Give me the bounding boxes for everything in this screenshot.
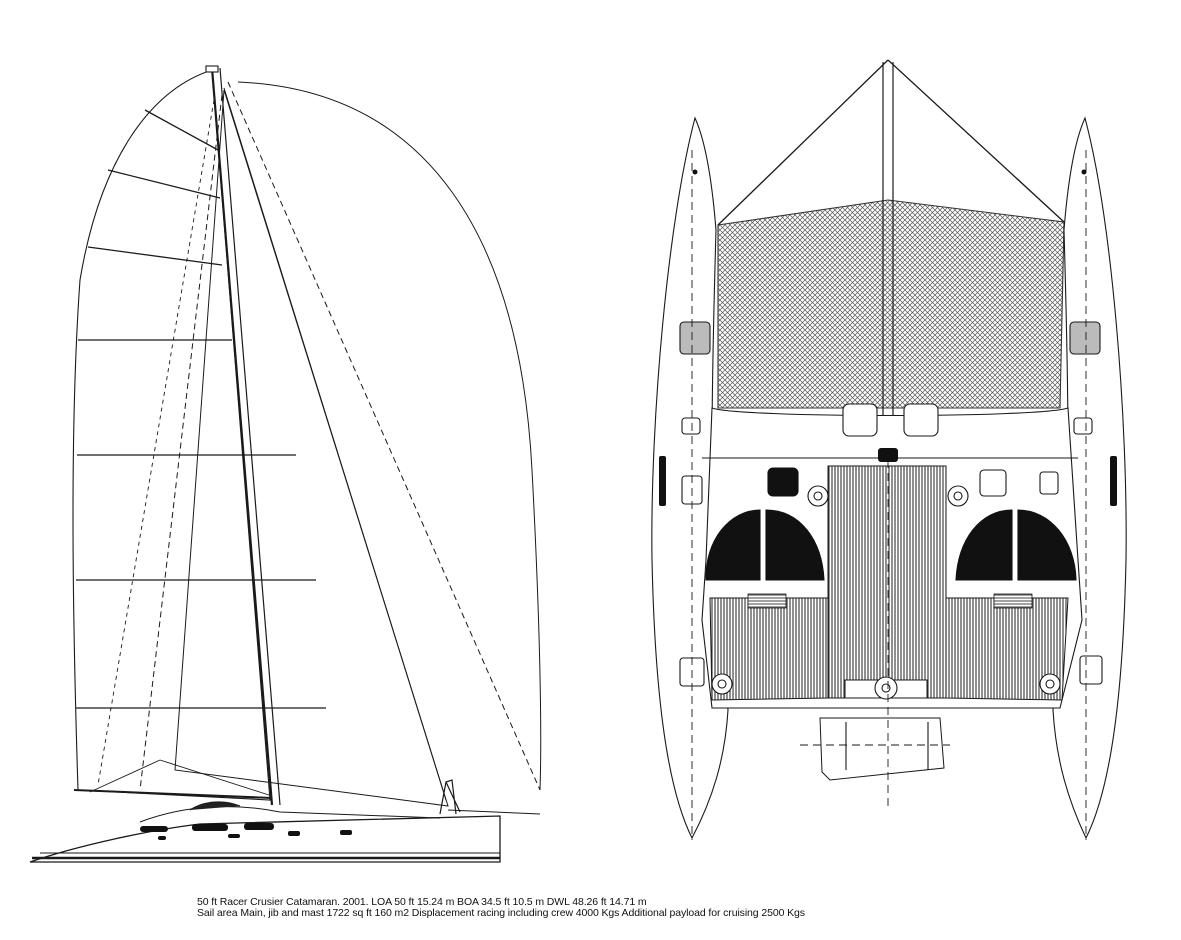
catamaran-drawing	[29, 59, 1127, 863]
caption-specs-line-2: Sail area Main, jib and mast 1722 sq ft …	[197, 907, 805, 919]
backstay-dashed	[97, 99, 215, 786]
boom-vang	[89, 759, 273, 797]
boom	[73, 789, 273, 799]
portlights	[140, 823, 352, 840]
mast-head	[205, 65, 219, 73]
hatches	[679, 321, 1103, 687]
trampoline-net	[717, 199, 1065, 409]
mainsail	[72, 69, 271, 801]
mast	[210, 67, 274, 806]
mast-aft	[219, 67, 281, 806]
cabin-windows	[705, 467, 1077, 581]
side-elevation-view	[29, 65, 542, 863]
dinghy-davit	[819, 717, 945, 781]
deck-fittings	[659, 169, 1117, 506]
mainsail-battens	[76, 109, 326, 709]
caption-specs-line-1: 50 ft Racer Crusier Catamaran. 2001. LOA…	[197, 896, 647, 908]
gennaker-sail	[237, 81, 542, 791]
gennaker-luff	[227, 81, 541, 791]
cockpit-floor	[827, 465, 947, 699]
hull	[29, 815, 501, 863]
bow-pulpit	[439, 779, 461, 815]
centrelines	[691, 150, 1087, 840]
plan-view	[651, 59, 1127, 840]
shroud-dashed	[139, 94, 223, 791]
winches	[711, 485, 1061, 700]
forestay	[223, 87, 447, 801]
